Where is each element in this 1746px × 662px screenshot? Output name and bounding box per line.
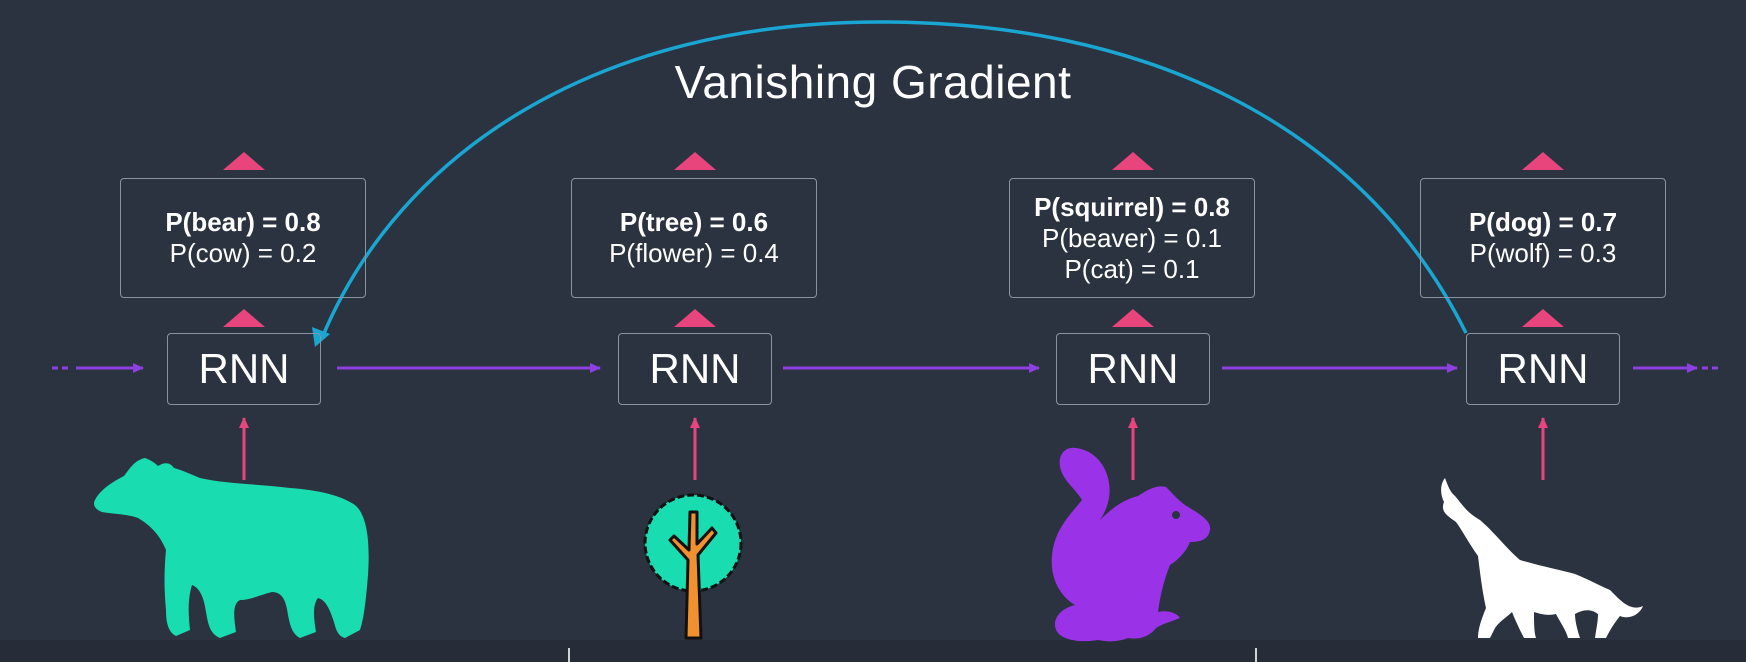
output-arrow-4-upper	[1522, 152, 1564, 170]
wolf-icon	[1441, 478, 1643, 638]
prob-second: P(wolf) = 0.3	[1469, 238, 1617, 268]
prob-second: P(cow) = 0.2	[169, 238, 317, 268]
prob-third: P(cat) = 0.1	[1064, 253, 1200, 284]
prob-top: P(squirrel) = 0.8	[1034, 191, 1230, 222]
prob-top: P(tree) = 0.6	[619, 207, 769, 237]
output-prob-box-bear: P(bear) = 0.8 P(cow) = 0.2	[120, 178, 366, 298]
prob-second: P(flower) = 0.4	[609, 238, 779, 268]
bear-icon	[93, 458, 369, 638]
tree-icon	[643, 493, 743, 640]
output-arrow-3-lower	[1112, 309, 1154, 327]
prob-top: P(bear) = 0.8	[165, 207, 321, 237]
output-arrow-1-lower	[223, 309, 265, 327]
output-prob-box-wolf: P(dog) = 0.7 P(wolf) = 0.3	[1420, 178, 1666, 298]
output-arrow-1-upper	[223, 152, 265, 170]
gradient-arrowhead	[312, 327, 330, 347]
prob-second: P(beaver) = 0.1	[1042, 222, 1222, 253]
output-prob-box-tree: P(tree) = 0.6 P(flower) = 0.4	[571, 178, 817, 298]
rnn-cell-3: RNN	[1056, 333, 1210, 405]
output-prob-box-squirrel: P(squirrel) = 0.8 P(beaver) = 0.1 P(cat)…	[1009, 178, 1255, 298]
prob-top: P(dog) = 0.7	[1468, 207, 1618, 237]
page-title: Vanishing Gradient	[674, 56, 1072, 108]
output-arrow-2-upper	[674, 152, 716, 170]
gradient-arc	[320, 20, 1468, 339]
rnn-cell-4: RNN	[1466, 333, 1620, 405]
output-arrow-2-lower	[674, 309, 716, 327]
rnn-cell-2: RNN	[618, 333, 772, 405]
squirrel-icon	[1051, 447, 1211, 642]
output-arrow-4-lower	[1522, 309, 1564, 327]
bottom-band	[0, 640, 1746, 662]
rnn-cell-1: RNN	[167, 333, 321, 405]
output-arrow-3-upper	[1112, 152, 1154, 170]
